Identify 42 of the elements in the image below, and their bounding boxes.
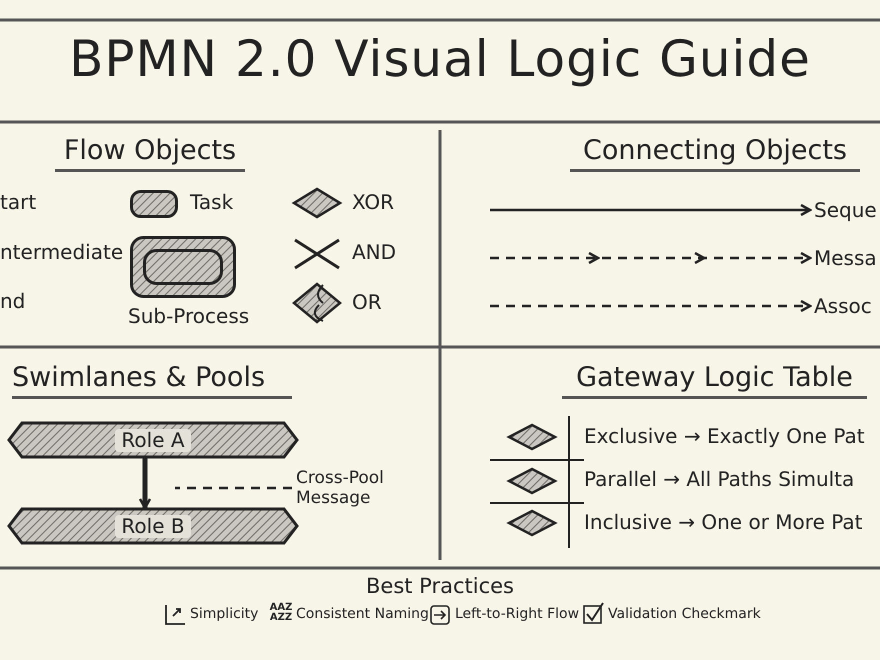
- swimlane-band: Role A: [8, 422, 298, 458]
- shape-caption: XOR: [352, 191, 394, 214]
- connector-type-label: Messa: [814, 244, 874, 272]
- connector-type-label: Assoc: [814, 292, 874, 320]
- table-row-text: Inclusive → One or More Pat: [584, 511, 862, 534]
- gateway-diamond: [508, 468, 556, 494]
- table-row-text: Parallel → All Paths Simulta: [584, 468, 854, 491]
- practice-label: Left-to-Right Flow: [455, 606, 580, 622]
- connector-type-label: Seque: [814, 196, 874, 224]
- practice-label: Simplicity: [190, 606, 258, 622]
- message-flow-arrow: [138, 458, 152, 510]
- gateway-diamond: [508, 510, 556, 536]
- gateway-diamond: [293, 283, 341, 323]
- swimlane-band: Role B: [8, 508, 298, 544]
- practice-label: Consistent Naming: [296, 606, 429, 622]
- gateway-diamond: [293, 188, 341, 218]
- flow-arrow: [490, 300, 812, 312]
- task-box: [130, 190, 178, 218]
- shape-caption: Sub-Process: [128, 305, 250, 328]
- flow-arrow: [490, 252, 812, 264]
- gateway-diamond: [508, 424, 556, 450]
- title: BPMN 2.0 Visual Logic Guide: [68, 30, 812, 88]
- parallel-gateway-cross: [293, 238, 341, 270]
- event-label: tart: [0, 191, 36, 214]
- table-row-text: Exclusive → Exactly One Pat: [584, 425, 865, 448]
- shape-caption: OR: [352, 291, 382, 314]
- task-box: [130, 236, 236, 298]
- inner-task-box: [143, 249, 223, 285]
- shape-caption: AND: [352, 241, 396, 264]
- event-label: ntermediate: [0, 241, 124, 264]
- section-heading: Connecting Objects: [570, 135, 860, 172]
- section-heading: Swimlanes & Pools: [12, 362, 292, 399]
- shape-caption: Task: [190, 191, 234, 214]
- section-heading: Gateway Logic Table: [562, 362, 867, 399]
- event-label: nd: [0, 290, 26, 313]
- footer-heading: Best Practices: [365, 574, 515, 598]
- flow-arrow: [490, 204, 812, 216]
- sort-icon: AAZ AZZ: [268, 603, 294, 623]
- section-heading: Flow Objects: [55, 135, 245, 172]
- annotation-text: Cross-Pool Message: [296, 465, 406, 513]
- practice-label: Validation Checkmark: [608, 606, 761, 622]
- leader-line: [175, 486, 292, 490]
